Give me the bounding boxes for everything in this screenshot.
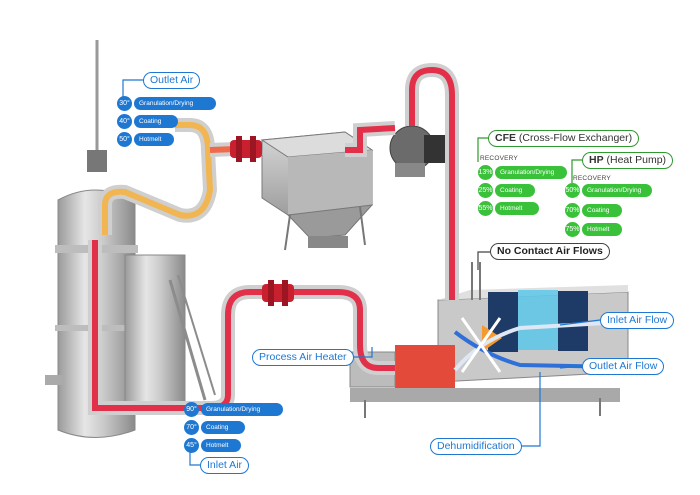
exhaust-fan [390, 126, 446, 177]
cfe-recovery-label: RECOVERY [480, 155, 518, 162]
outlet-air-temp: 30° [117, 96, 132, 111]
hp-recovery-pct: 50% [565, 183, 580, 198]
dehumidification-label: Dehumidification [430, 438, 522, 455]
cfe-fullname: (Cross-Flow Exchanger) [519, 132, 632, 144]
cfe-abbr: CFE [495, 132, 516, 144]
cfe-recovery-pct: 55% [478, 201, 493, 216]
inlet-air-process: Coating [201, 421, 245, 434]
hp-process: Hotmelt [582, 223, 622, 236]
inlet-air-process: Hotmelt [201, 439, 241, 452]
inlet-air-temp: 90° [184, 402, 199, 417]
hp-process: Granulation/Drying [582, 184, 652, 197]
inlet-air-temp: 70° [184, 420, 199, 435]
inlet-air-process: Granulation/Drying [201, 403, 283, 416]
outlet-air-process: Granulation/Drying [134, 97, 216, 110]
outlet-air-process: Hotmelt [134, 133, 174, 146]
hp-fullname: (Heat Pump) [607, 154, 667, 166]
hp-process: Coating [582, 204, 622, 217]
outlet-air-temp: 40° [117, 114, 132, 129]
cfe-recovery-pct: 13% [478, 165, 493, 180]
outlet-air-process: Coating [134, 115, 178, 128]
hp-title: HP (Heat Pump) [582, 152, 673, 169]
hp-recovery-label: RECOVERY [573, 175, 611, 182]
hp-abbr: HP [589, 154, 604, 166]
process-air-heater-label: Process Air Heater [252, 349, 354, 366]
cfe-process: Granulation/Drying [495, 166, 567, 179]
cfe-process: Hotmelt [495, 202, 539, 215]
outlet-air-temp: 50° [117, 132, 132, 147]
cfe-process: Coating [495, 184, 535, 197]
cfe-title: CFE (Cross-Flow Exchanger) [488, 130, 639, 147]
outlet-air-title: Outlet Air [143, 72, 200, 89]
hp-recovery-pct: 70% [565, 203, 580, 218]
cfe-recovery-pct: 25% [478, 183, 493, 198]
inlet-air-temp: 45° [184, 438, 199, 453]
hp-recovery-pct: 75% [565, 222, 580, 237]
damper-valve-outlet [230, 136, 262, 162]
no-contact-air-flows-label: No Contact Air Flows [490, 243, 610, 260]
inlet-air-flow-label: Inlet Air Flow [600, 312, 674, 329]
outlet-air-flow-label: Outlet Air Flow [582, 358, 664, 375]
inlet-air-title: Inlet Air [200, 457, 249, 474]
damper-valve-inlet [262, 280, 294, 306]
